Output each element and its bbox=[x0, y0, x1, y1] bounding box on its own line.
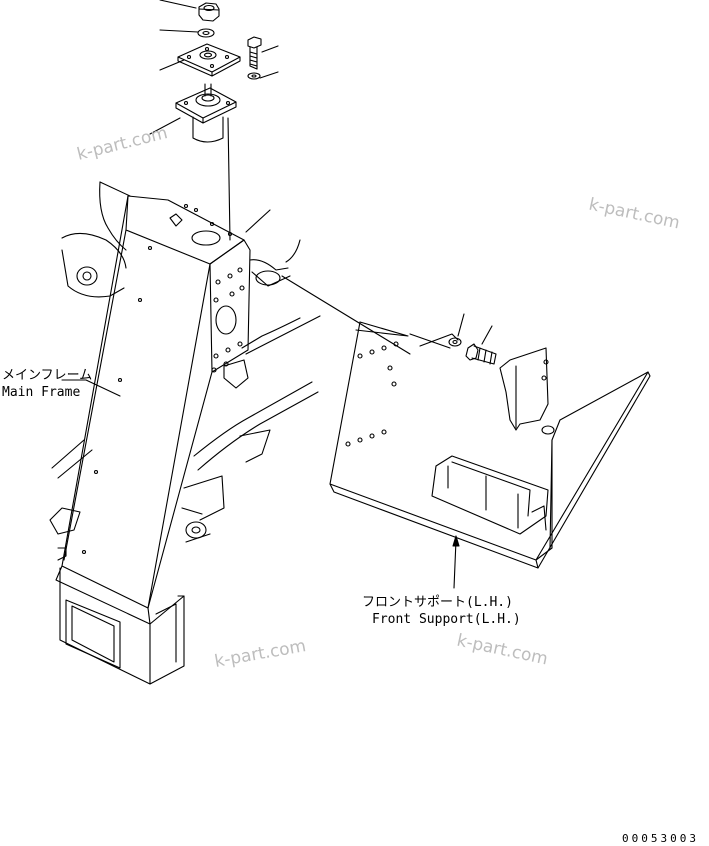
support-bolt-part bbox=[465, 343, 497, 365]
main-frame-label-en: Main Frame bbox=[2, 385, 81, 400]
leader-line bbox=[159, 59, 185, 71]
leader-line bbox=[245, 209, 271, 233]
leader-line bbox=[481, 325, 493, 345]
alignment-line bbox=[281, 275, 411, 355]
leader-line bbox=[159, 29, 199, 33]
mount-plate-part bbox=[177, 43, 241, 77]
nut-part bbox=[198, 2, 220, 22]
front-support-label-jp: フロントサポート(L.H.) bbox=[362, 595, 513, 610]
front-support-arrow bbox=[452, 535, 460, 589]
leader-line bbox=[149, 117, 181, 135]
washer-part bbox=[197, 28, 215, 38]
leader-line bbox=[457, 313, 465, 337]
leader-line bbox=[261, 45, 279, 53]
leader-line bbox=[61, 379, 121, 397]
front-support-part bbox=[329, 321, 651, 569]
main-frame-label-jp: メインフレーム bbox=[2, 368, 93, 383]
leader-line bbox=[159, 0, 197, 9]
front-support-label-en: Front Support(L.H.) bbox=[372, 612, 521, 627]
alignment-line bbox=[227, 117, 231, 241]
leader-line bbox=[259, 71, 279, 79]
bolt-part bbox=[247, 36, 262, 70]
support-washer-part bbox=[448, 337, 462, 347]
main-frame-post bbox=[55, 195, 251, 685]
drawing-code: 00053003 bbox=[622, 832, 699, 845]
bolt-washer-part bbox=[247, 72, 261, 80]
cab-mount-part bbox=[175, 83, 237, 143]
